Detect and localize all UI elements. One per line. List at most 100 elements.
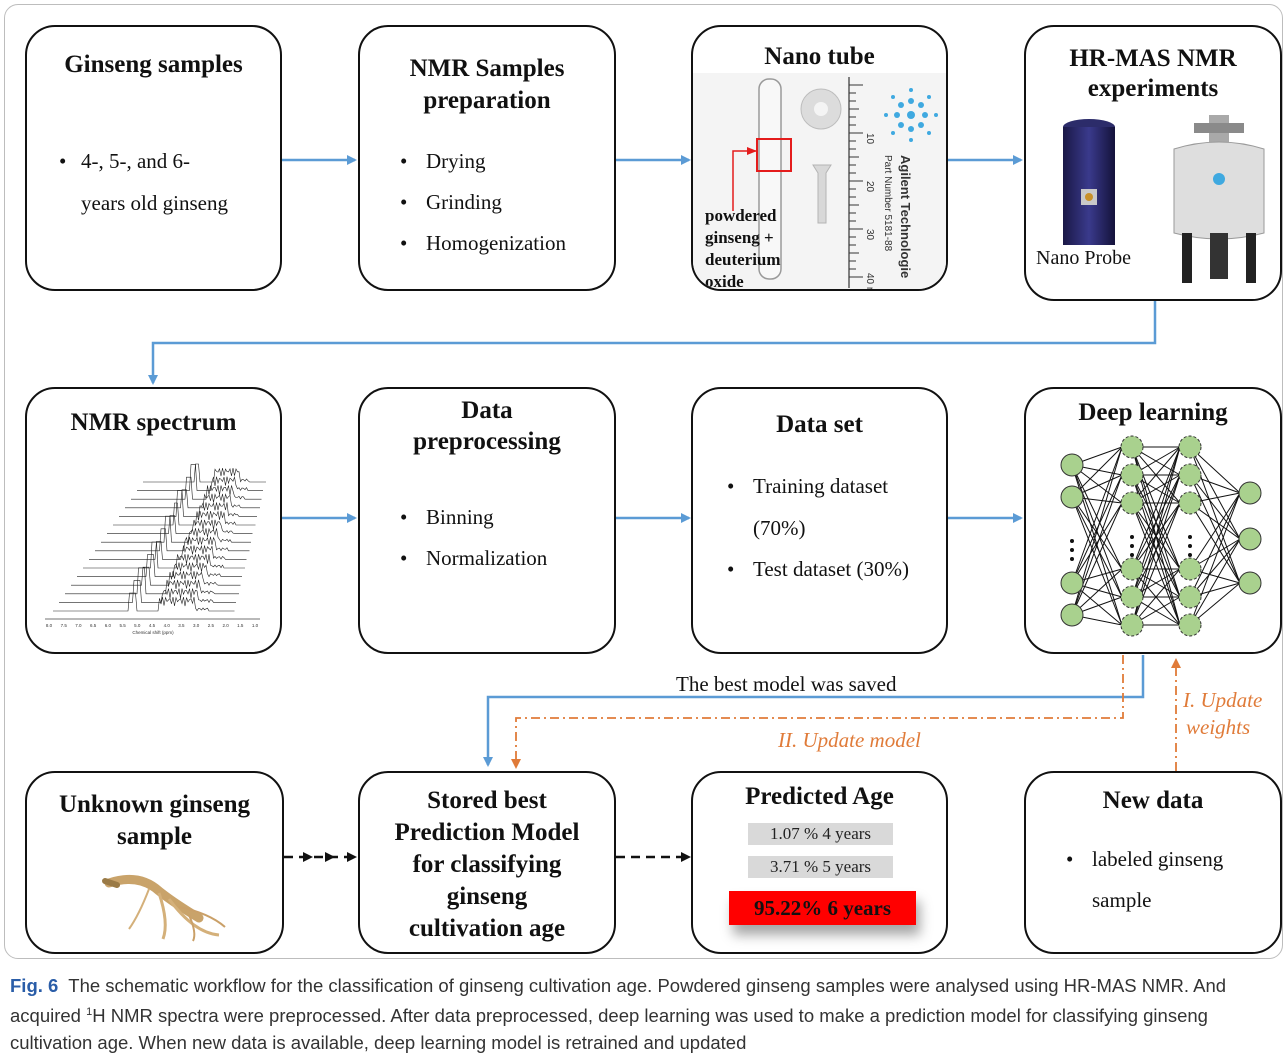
- tube-icon: [758, 78, 782, 280]
- data-preprocessing-box: Data preprocessing Binning Normalization: [358, 387, 616, 654]
- nn-connection: [1131, 446, 1181, 504]
- update-model-label: II. Update model: [778, 728, 921, 752]
- dataset-item-1b: (70%): [753, 516, 806, 540]
- nn-connection: [1189, 446, 1241, 494]
- annot-line: ginseng +: [705, 228, 774, 247]
- spectrum-tick-label: 7.5: [61, 623, 68, 628]
- nn-node: [1120, 613, 1144, 637]
- nmr-prep-item: Drying: [400, 141, 566, 182]
- spectrum-trace: [113, 502, 256, 526]
- nn-node: [1120, 463, 1144, 487]
- caption-superscript: 1: [86, 1006, 93, 1018]
- nn-connection: [1071, 502, 1123, 616]
- nn-connection: [1189, 538, 1241, 598]
- nn-node: [1238, 571, 1262, 595]
- spectrum-trace: [77, 554, 242, 578]
- nmr-prep-item: Grinding: [400, 182, 566, 223]
- nn-node: [1120, 435, 1144, 459]
- spectrum-tick-label: 5.5: [119, 623, 126, 628]
- nano-probe-label: Nano Probe: [1036, 247, 1131, 269]
- ruler-brand: Agilent Technologie: [898, 155, 913, 278]
- annot-line: deuterium: [705, 250, 781, 269]
- nn-connection: [1189, 446, 1241, 540]
- dataset-item-2: Test dataset (30%): [753, 557, 909, 581]
- nano-tube-box: Nano tube 10 20 30 40 mm: [691, 25, 948, 291]
- new-data-line-2: sample: [1092, 888, 1152, 912]
- stored-line: Stored best: [427, 787, 547, 814]
- spectrum-trace: [89, 541, 247, 560]
- spectrum-trace: [107, 515, 253, 534]
- nano-tube-title: Nano tube: [764, 43, 875, 70]
- nn-ellipsis-dot: [1130, 553, 1134, 557]
- data-set-box: Data set • Training dataset (70%) • Test…: [691, 387, 948, 654]
- nn-connection: [1071, 446, 1123, 498]
- spectrum-tick-label: 4.5: [149, 623, 156, 628]
- nn-ellipsis-dot: [1070, 539, 1074, 543]
- neural-network-diagram: [1060, 435, 1262, 637]
- nn-connection: [1131, 446, 1181, 570]
- nano-tube-annotation: powdered ginseng + deuterium oxide: [705, 205, 781, 291]
- dataset-title: Data set: [776, 411, 863, 438]
- nn-node: [1120, 491, 1144, 515]
- spectrum-trace: [131, 476, 262, 500]
- spectrum-trace: [119, 490, 257, 517]
- nmr-spectrum-title: NMR spectrum: [70, 409, 237, 436]
- nn-connection: [1189, 492, 1241, 626]
- nn-ellipsis-dot: [1130, 544, 1134, 548]
- nn-node: [1060, 603, 1084, 627]
- stored-model-box: Stored best Prediction Model for classif…: [358, 771, 616, 954]
- nn-node: [1178, 491, 1202, 515]
- spectrum-trace: [95, 528, 250, 552]
- nano-tube-photo: 10 20 30 40 mm Agilent Technologie Part …: [693, 73, 946, 289]
- spectrum-trace: [65, 567, 239, 595]
- nn-connection: [1189, 492, 1241, 570]
- nn-connection: [1071, 446, 1123, 584]
- nmr-prep-title-1: NMR Samples: [409, 55, 565, 82]
- spectrum-tick-label: 5.0: [134, 623, 141, 628]
- nn-ellipsis-dot: [1070, 548, 1074, 552]
- caption-fig-label: Fig. 6: [10, 975, 59, 996]
- nn-connection: [1189, 502, 1241, 584]
- stored-line: ginseng: [446, 883, 528, 910]
- nn-ellipsis-dot: [1188, 553, 1192, 557]
- nn-ellipsis-dot: [1188, 544, 1192, 548]
- update-weights-label-2: weights: [1186, 715, 1251, 739]
- nn-connection: [1131, 568, 1181, 626]
- caption-text-2: H NMR spectra were preprocessed. After d…: [10, 1005, 1208, 1054]
- predicted-title: Predicted Age: [745, 783, 894, 810]
- spectrum-tick-label: 6.0: [105, 623, 112, 628]
- spectrum-tick-label: 7.0: [75, 623, 82, 628]
- predicted-age-box: Predicted Age 1.07 % 4 years 3.71 % 5 ye…: [691, 771, 948, 954]
- ruler-tick-20: 20: [864, 181, 875, 193]
- nn-connection: [1071, 496, 1123, 598]
- nmr-spectrometer-image: [1173, 115, 1265, 283]
- ruler-tick-10: 10: [864, 133, 875, 145]
- spectrum-axis-label: Chemical shift (ppm): [132, 630, 174, 635]
- ruler-tick-30: 30: [864, 229, 875, 241]
- nn-node: [1178, 463, 1202, 487]
- nn-node: [1178, 557, 1202, 581]
- preproc-title-1: Data: [461, 397, 513, 424]
- nn-connection: [1189, 474, 1241, 584]
- nn-connection: [1189, 474, 1241, 540]
- nn-ellipsis-dot: [1070, 557, 1074, 561]
- hrmas-title-2: experiments: [1087, 75, 1219, 102]
- nn-node: [1178, 435, 1202, 459]
- spectrum-trace: [137, 464, 263, 491]
- spectrum-trace: [101, 515, 251, 543]
- new-data-title: New data: [1102, 787, 1204, 814]
- nn-connection: [1071, 496, 1123, 626]
- nn-node: [1060, 485, 1084, 509]
- deep-learning-box: Deep learning: [1024, 387, 1282, 654]
- prediction-5-years: 3.71 % 5 years: [748, 856, 893, 878]
- annot-line: oxide: [705, 272, 744, 291]
- nn-node: [1238, 481, 1262, 505]
- new-data-box: New data • labeled ginseng sample: [1024, 771, 1282, 954]
- nn-connection: [1071, 474, 1123, 616]
- nn-node: [1060, 571, 1084, 595]
- spectrum-tick-label: 1.5: [237, 623, 244, 628]
- figure-caption: Fig. 6 The schematic workflow for the cl…: [10, 972, 1280, 1056]
- nmr-prep-list: Drying Grinding Homogenization: [400, 141, 566, 264]
- nmr-prep-box: NMR Samples preparation Drying Grinding …: [358, 25, 616, 291]
